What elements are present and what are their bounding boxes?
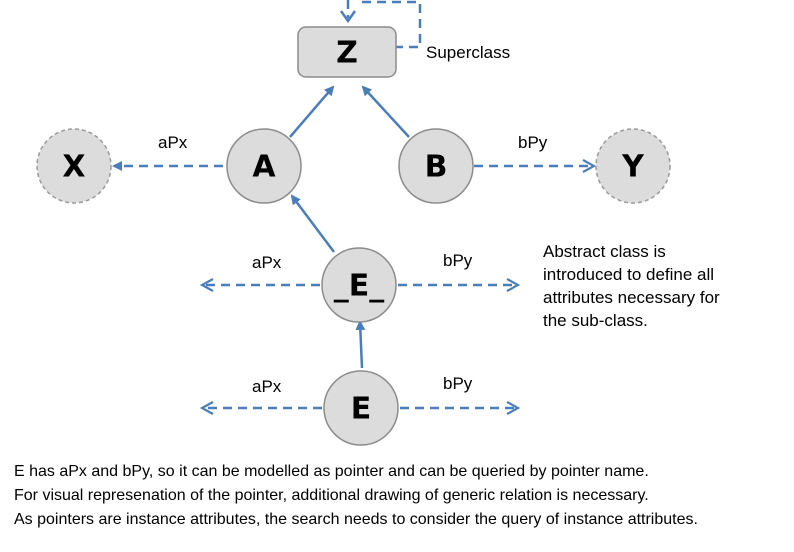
caption-line: For visual represenation of the pointer,… [14,487,649,504]
diagram-caption: E has aPx and bPy, so it can be modelled… [14,460,784,532]
node-z-box [297,26,397,78]
superclass-label: Superclass [426,43,510,62]
edge-label-b-to-y: bPy [518,133,548,152]
node-e-label: E [351,392,372,427]
node-x-label: X [62,150,85,185]
node-a-label: A [252,150,276,185]
edge-label-e-right: bPy [443,374,473,393]
caption-line: E has aPx and bPy, so it can be modelled… [14,463,649,480]
node-b-label: B [425,150,448,185]
node-e-abstract-label: _E_ [334,269,385,304]
note-line: attributes necessary for [543,288,720,307]
edge-e-to-e-abstract [355,320,366,369]
note-line: the sub-class. [543,311,648,330]
node-b-circle [398,128,474,204]
edge-e-abstract-to-a [290,194,335,253]
edge-label-e-abstract-right: bPy [443,251,473,270]
node-y-circle [595,128,671,204]
edge-label-a-to-x: aPx [158,133,188,152]
superclass-loop-edge [346,0,422,49]
note-line: Abstract class is [543,242,666,261]
node-x-circle [36,128,112,204]
node-e-abstract-circle [321,247,397,323]
note-line: introduced to define all [543,265,715,284]
node-z-label: Z [336,36,358,71]
node-y-label: Y [621,150,645,185]
node-e-circle [323,370,399,446]
caption-line: As pointers are instance attributes, the… [14,511,698,528]
edge-label-e-left: aPx [252,377,282,396]
edge-label-e-abstract-left: aPx [252,253,282,272]
edge-a-to-z [289,85,335,138]
edge-b-to-z [361,85,410,138]
superclass-loop-arrowhead [339,10,357,24]
abstract-class-note: Abstract class is introduced to define a… [543,240,743,332]
node-a-circle [226,128,302,204]
